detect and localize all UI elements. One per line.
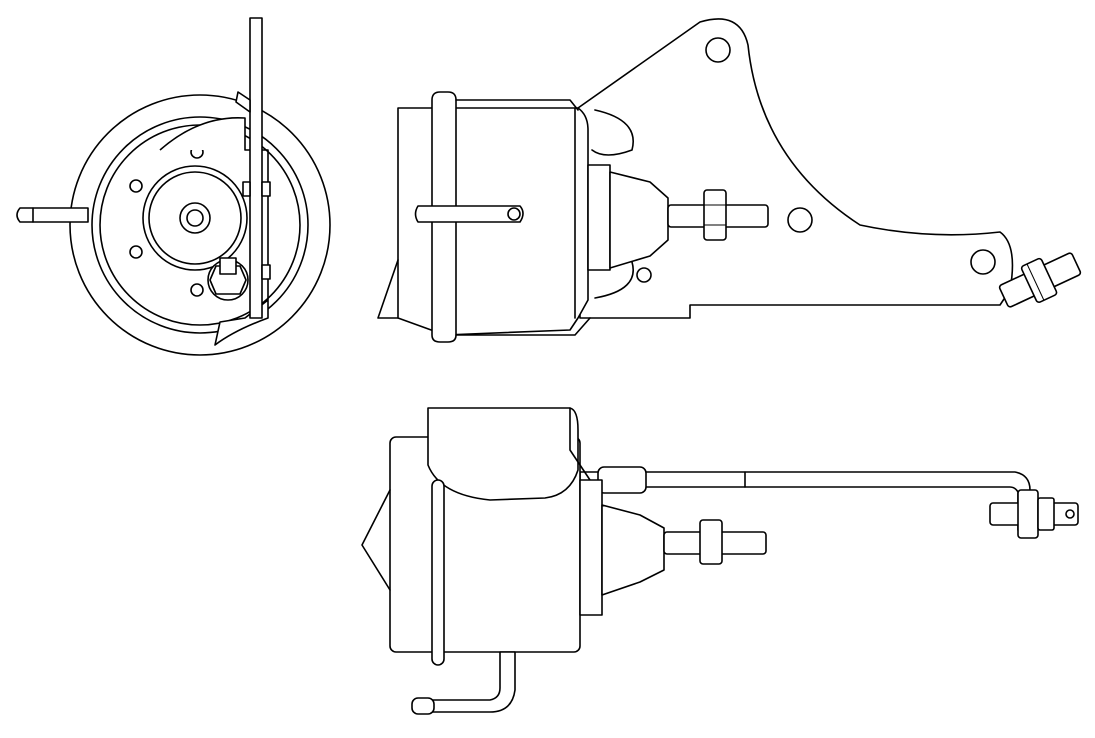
bracket-flange <box>159 116 269 346</box>
clamp <box>597 466 647 494</box>
vacuum-port <box>414 205 524 223</box>
bracket-hole <box>705 37 731 63</box>
rod-end-bolt <box>998 252 1082 308</box>
front-view <box>16 17 331 356</box>
hub-bore <box>186 209 204 227</box>
rod-nut <box>703 189 727 241</box>
bolt-hole <box>129 245 143 259</box>
clamp-band <box>431 479 445 666</box>
bracket-hole <box>787 207 813 233</box>
inner-rim <box>91 116 309 334</box>
canister-cover <box>427 407 579 501</box>
bolt-hole <box>190 283 204 297</box>
vacuum-tube <box>16 207 89 223</box>
mounting-plate <box>249 17 263 319</box>
bracket <box>577 18 1014 319</box>
bracket-hole <box>636 267 652 283</box>
cone <box>609 171 669 269</box>
top-view <box>361 407 1079 715</box>
hub-mid <box>148 171 242 265</box>
diaphragm-housing <box>587 164 611 271</box>
hub-outer <box>142 165 248 271</box>
hub-inner <box>179 202 211 234</box>
outer-rim <box>69 94 331 356</box>
side-view <box>377 18 1082 343</box>
rod-nut <box>699 519 723 565</box>
cone <box>601 504 665 596</box>
rod-end <box>219 257 237 275</box>
diaphragm-housing <box>579 479 603 616</box>
rod-end-bolt <box>989 489 1079 539</box>
bracket-hole <box>970 249 996 275</box>
bolt-hole <box>129 179 143 193</box>
